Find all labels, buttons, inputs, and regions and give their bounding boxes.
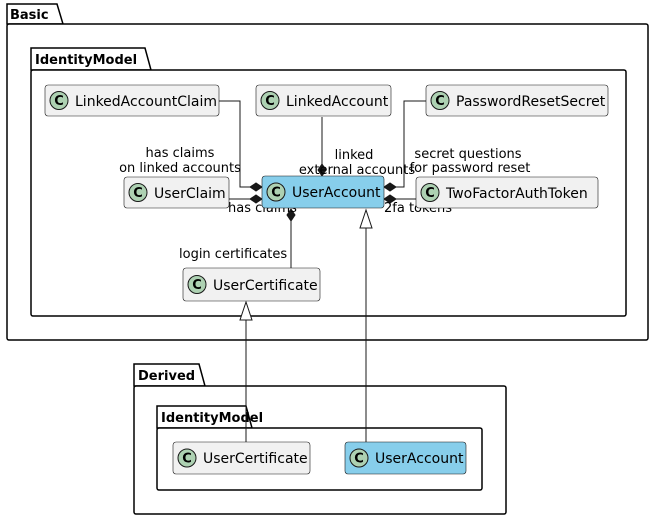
- composition-diamond-linkedaccountclaim: [249, 182, 263, 192]
- class-c-icon: [177, 448, 197, 468]
- class-c-glyph: C: [182, 452, 192, 467]
- composition-diamond-passwordresetsecret: [383, 182, 397, 192]
- class-c-icon: [266, 182, 286, 202]
- label-secret-questions-1: secret questions: [414, 147, 521, 162]
- class-c-icon: [187, 275, 207, 294]
- class-twofactorauthtoken[interactable]: C TwoFactorAuthToken: [415, 176, 599, 209]
- composition-diamond-twofactorauthtoken: [383, 194, 397, 204]
- class-c-glyph: C: [435, 94, 445, 109]
- class-passwordresetsecret[interactable]: C PasswordResetSecret: [425, 84, 609, 117]
- package-derived-title: Derived: [138, 369, 195, 384]
- class-c-glyph: C: [265, 94, 275, 109]
- class-c-glyph: C: [425, 186, 435, 201]
- class-name: UserCertificate: [203, 451, 308, 467]
- class-derived-usercertificate[interactable]: C UserCertificate: [172, 441, 311, 475]
- label-login-certificates: login certificates: [179, 247, 287, 262]
- composition-diamond-usercertificate: [286, 208, 296, 222]
- label-linked-2: external accounts: [299, 163, 415, 178]
- class-c-glyph: C: [54, 94, 64, 109]
- package-basic-identitymodel-title: IdentityModel: [35, 53, 137, 68]
- class-usercertificate[interactable]: C UserCertificate: [182, 267, 321, 302]
- class-linkedaccount[interactable]: C LinkedAccount: [255, 84, 392, 117]
- class-name: PasswordResetSecret: [456, 94, 606, 110]
- label-linked-1: linked: [335, 148, 374, 163]
- label-secret-questions-2: for password reset: [410, 161, 531, 176]
- class-c-icon: [260, 91, 280, 110]
- class-c-glyph: C: [271, 186, 281, 201]
- class-name: UserAccount: [375, 451, 464, 467]
- composition-diamond-userclaim: [249, 194, 263, 204]
- package-derived-identitymodel-title: IdentityModel: [161, 411, 263, 426]
- generalization-arrowhead-usercertificate: [239, 300, 253, 321]
- class-c-glyph: C: [192, 278, 202, 293]
- generalization-arrowhead-useraccount: [359, 208, 373, 229]
- class-name: UserCertificate: [213, 278, 318, 294]
- class-c-icon: [349, 448, 369, 468]
- class-c-icon: [420, 183, 440, 202]
- class-c-icon: [128, 183, 148, 202]
- label-has-claims-linked-1: has claims: [146, 146, 215, 161]
- class-useraccount[interactable]: C UserAccount: [261, 175, 385, 209]
- label-has-claims-linked-2: on linked accounts: [119, 161, 241, 176]
- class-c-icon: [430, 91, 450, 110]
- package-basic-title: Basic: [10, 8, 49, 23]
- class-userclaim[interactable]: C UserClaim: [123, 176, 230, 209]
- composition-diamond-linkedaccount: [317, 163, 327, 177]
- class-c-glyph: C: [133, 186, 143, 201]
- class-name: LinkedAccount: [286, 94, 389, 110]
- class-name: UserClaim: [154, 186, 226, 202]
- class-c-glyph: C: [354, 452, 364, 467]
- class-linkedaccountclaim[interactable]: C LinkedAccountClaim: [44, 84, 220, 117]
- class-name: UserAccount: [292, 185, 381, 201]
- class-name: LinkedAccountClaim: [75, 94, 217, 110]
- class-name: TwoFactorAuthToken: [445, 186, 588, 202]
- class-derived-useraccount[interactable]: C UserAccount: [344, 441, 467, 475]
- class-c-icon: [49, 91, 69, 110]
